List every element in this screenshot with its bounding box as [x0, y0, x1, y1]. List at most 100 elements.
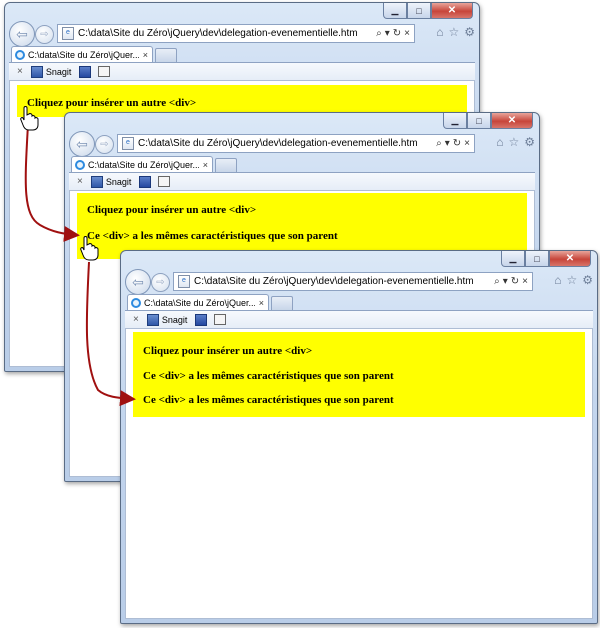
back-arrow-icon[interactable]: ⇦ — [125, 269, 151, 295]
star-icon[interactable]: ☆ — [566, 273, 578, 287]
address-tools: ⌕ ▾ ↻ × — [494, 276, 532, 287]
caption-buttons: ▁ □ ✕ — [383, 3, 473, 19]
gear-icon[interactable]: ⚙ — [524, 135, 535, 149]
yellow-div[interactable]: Cliquez pour insérer un autre <div> Ce <… — [133, 332, 585, 417]
refresh-icon[interactable]: ↻ — [392, 28, 402, 39]
page-content: Cliquez pour insérer un autre <div> Ce <… — [125, 328, 593, 619]
dropdown-icon[interactable]: ▾ — [444, 138, 450, 149]
star-icon[interactable]: ☆ — [508, 135, 520, 149]
caption-buttons: ▁ □ ✕ — [501, 251, 591, 267]
back-arrow-icon[interactable]: ⇦ — [9, 21, 35, 47]
address-text: C:\data\Site du Zéro\jQuery\dev\delegati… — [78, 28, 358, 39]
new-tab-button[interactable] — [215, 158, 237, 172]
ie-icon — [15, 50, 25, 60]
snagit-capture-icon[interactable] — [195, 313, 208, 326]
search-icon[interactable]: ⌕ — [376, 28, 382, 39]
tab-strip: C:\data\Site du Zéro\jQuer... × — [9, 46, 475, 63]
ie-icon — [75, 160, 85, 170]
hand-cursor-icon — [20, 106, 39, 131]
div-text: Cliquez pour insérer un autre <div> — [27, 97, 197, 109]
tab-title: C:\data\Site du Zéro\jQuer... — [28, 50, 139, 60]
snagit-icon[interactable] — [146, 313, 159, 326]
forward-arrow-icon[interactable]: ⇨ — [95, 135, 114, 154]
address-bar[interactable]: e C:\data\Site du Zéro\jQuery\dev\delega… — [173, 272, 533, 291]
search-icon[interactable]: ⌕ — [436, 138, 442, 149]
cloned-div-text[interactable]: Ce <div> a les mêmes caractéristiques qu… — [143, 370, 394, 382]
yellow-div[interactable]: Cliquez pour insérer un autre <div> Ce <… — [77, 193, 527, 259]
toolbar-icons: ⌂ ☆ ⚙ — [554, 273, 593, 287]
snagit-label[interactable]: Snagit — [161, 314, 188, 325]
new-tab-button[interactable] — [155, 48, 177, 62]
snagit-label[interactable]: Snagit — [45, 66, 72, 77]
address-bar[interactable]: e C:\data\Site du Zéro\jQuery\dev\delega… — [57, 24, 415, 43]
close-button[interactable]: ✕ — [431, 3, 473, 19]
snagit-editor-icon[interactable] — [98, 66, 111, 77]
browser-tab[interactable]: C:\data\Site du Zéro\jQuer... × — [11, 46, 153, 63]
tab-close-icon[interactable]: × — [258, 298, 264, 308]
tab-close-icon[interactable]: × — [142, 50, 148, 60]
address-text: C:\data\Site du Zéro\jQuery\dev\delegati… — [194, 276, 474, 287]
stop-icon[interactable]: × — [404, 28, 410, 39]
command-bar-close-icon[interactable]: × — [133, 314, 139, 325]
address-tools: ⌕ ▾ ↻ × — [376, 28, 414, 39]
minimize-button[interactable]: ▁ — [383, 3, 407, 19]
page-icon: e — [178, 275, 190, 288]
page-icon: e — [122, 137, 134, 150]
back-arrow-icon[interactable]: ⇦ — [69, 131, 95, 157]
minimize-button[interactable]: ▁ — [443, 113, 467, 129]
refresh-icon[interactable]: ↻ — [452, 138, 462, 149]
tab-close-icon[interactable]: × — [202, 160, 208, 170]
yellow-div[interactable]: Cliquez pour insérer un autre <div> — [17, 85, 467, 117]
snagit-label[interactable]: Snagit — [105, 176, 132, 187]
maximize-button[interactable]: □ — [407, 3, 431, 19]
refresh-icon[interactable]: ↻ — [510, 276, 520, 287]
page-icon: e — [62, 27, 74, 40]
stop-icon[interactable]: × — [464, 138, 470, 149]
forward-arrow-icon[interactable]: ⇨ — [35, 25, 54, 44]
toolbar-icons: ⌂ ☆ ⚙ — [436, 25, 475, 39]
minimize-button[interactable]: ▁ — [501, 251, 525, 267]
close-button[interactable]: ✕ — [549, 251, 591, 267]
tab-title: C:\data\Site du Zéro\jQuer... — [88, 160, 199, 170]
gear-icon[interactable]: ⚙ — [464, 25, 475, 39]
address-text: C:\data\Site du Zéro\jQuery\dev\delegati… — [138, 138, 418, 149]
cloned-div-text[interactable]: Ce <div> a les mêmes caractéristiques qu… — [143, 394, 394, 406]
cloned-div-text[interactable]: Ce <div> a les mêmes caractéristiques qu… — [87, 230, 338, 242]
search-icon[interactable]: ⌕ — [494, 276, 500, 287]
home-icon[interactable]: ⌂ — [496, 135, 504, 149]
snagit-capture-icon[interactable] — [79, 65, 92, 78]
close-button[interactable]: ✕ — [491, 113, 533, 129]
command-bar: × Snagit — [125, 310, 593, 329]
ie-icon — [131, 298, 141, 308]
arrow-2 — [85, 261, 136, 407]
snagit-capture-icon[interactable] — [139, 175, 152, 188]
div-text: Cliquez pour insérer un autre <div> — [143, 345, 313, 357]
home-icon[interactable]: ⌂ — [436, 25, 444, 39]
star-icon[interactable]: ☆ — [448, 25, 460, 39]
maximize-button[interactable]: □ — [467, 113, 491, 129]
command-bar-close-icon[interactable]: × — [17, 66, 23, 77]
caption-buttons: ▁ □ ✕ — [443, 113, 533, 129]
gear-icon[interactable]: ⚙ — [582, 273, 593, 287]
browser-tab[interactable]: C:\data\Site du Zéro\jQuer... × — [127, 294, 269, 311]
home-icon[interactable]: ⌂ — [554, 273, 562, 287]
dropdown-icon[interactable]: ▾ — [384, 28, 390, 39]
new-tab-button[interactable] — [271, 296, 293, 310]
snagit-icon[interactable] — [90, 175, 103, 188]
address-tools: ⌕ ▾ ↻ × — [436, 138, 474, 149]
command-bar-close-icon[interactable]: × — [77, 176, 83, 187]
tab-strip: C:\data\Site du Zéro\jQuer... × — [125, 294, 593, 311]
snagit-editor-icon[interactable] — [158, 176, 171, 187]
navigation-bar: ⇦ ⇨ e C:\data\Site du Zéro\jQuery\dev\de… — [9, 21, 475, 47]
stop-icon[interactable]: × — [522, 276, 528, 287]
forward-arrow-icon[interactable]: ⇨ — [151, 273, 170, 292]
browser-window-3: ▁ □ ✕ ⇦ ⇨ e C:\data\Site du Zéro\jQuery\… — [120, 250, 598, 624]
snagit-icon[interactable] — [30, 65, 43, 78]
dropdown-icon[interactable]: ▾ — [502, 276, 508, 287]
address-bar[interactable]: e C:\data\Site du Zéro\jQuery\dev\delega… — [117, 134, 475, 153]
browser-tab[interactable]: C:\data\Site du Zéro\jQuer... × — [71, 156, 213, 173]
snagit-editor-icon[interactable] — [214, 314, 227, 325]
maximize-button[interactable]: □ — [525, 251, 549, 267]
navigation-bar: ⇦ ⇨ e C:\data\Site du Zéro\jQuery\dev\de… — [69, 131, 535, 157]
